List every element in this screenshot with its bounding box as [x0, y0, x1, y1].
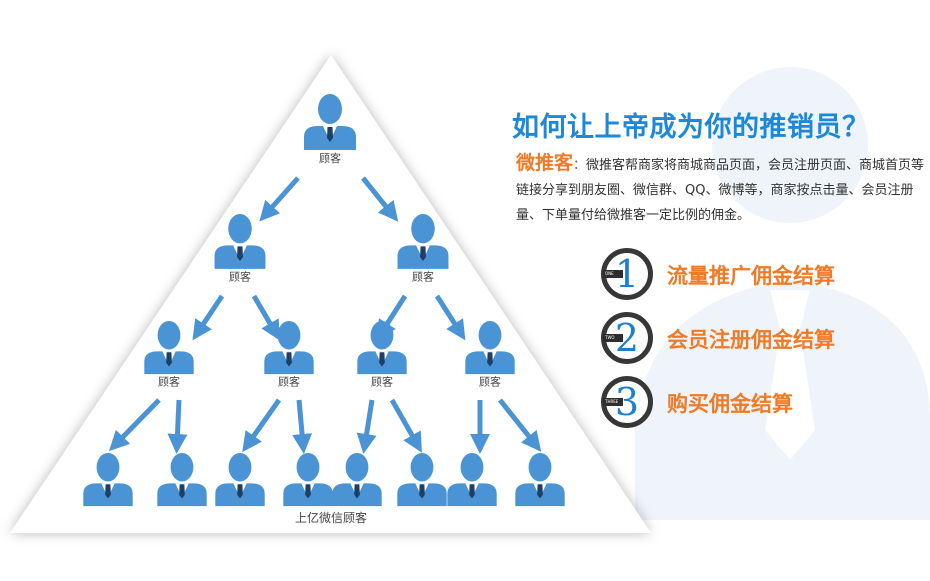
customer-label: 顾客 [412, 270, 434, 284]
description: 微推客：微推客帮商家将商城商品页面，会员注册页面、商城首页等链接分享到朋友圈、微… [516, 151, 926, 228]
step-2: 2 TWO 会员注册佣金结算 [601, 312, 921, 364]
flow-arrow [292, 399, 313, 454]
flow-arrow [434, 294, 466, 341]
step-3: 3 THREE 购买佣金结算 [601, 376, 921, 428]
customer-person-icon: 顾客 [357, 320, 407, 389]
flow-arrow [389, 398, 422, 453]
step-tag: TWO [603, 334, 623, 342]
description-text: 微推客帮商家将商城商品页面，会员注册页面、商城首页等链接分享到朋友圈、微信群、Q… [516, 158, 925, 223]
flow-arrow [109, 398, 161, 452]
brand-separator: ： [573, 158, 587, 173]
customer-person-icon: 顾客 [144, 320, 194, 389]
step-label: 会员注册佣金结算 [667, 328, 835, 352]
flow-arrow [498, 398, 542, 452]
background-tie-watermark [765, 290, 815, 460]
step-tag: THREE [603, 398, 623, 406]
flow-arrow [242, 398, 282, 453]
customer-person-icon [215, 452, 265, 507]
customer-person-icon [283, 452, 333, 507]
flow-arrow [361, 176, 399, 222]
customer-person-icon: 顾客 [304, 94, 356, 165]
step-tag: ONE [603, 270, 623, 278]
customer-person-icon [332, 452, 382, 507]
customer-person-icon: 顾客 [465, 320, 515, 389]
step-ring-icon [601, 376, 653, 428]
customer-person-icon: 顾客 [264, 320, 314, 389]
step-1: 1 ONE 流量推广佣金结算 [601, 248, 921, 300]
customer-person-icon: 顾客 [214, 213, 266, 284]
customer-label: 顾客 [278, 375, 300, 389]
customer-label: 顾客 [158, 375, 180, 389]
customer-label: 顾客 [479, 375, 501, 389]
flow-arrow [251, 294, 281, 341]
customer-person-icon [397, 452, 447, 507]
customer-person-icon [447, 452, 497, 507]
step-label: 购买佣金结算 [667, 392, 793, 416]
customer-person-icon [515, 452, 565, 507]
flow-arrow [259, 176, 300, 222]
pyramid-base-label: 上亿微信顾客 [295, 510, 367, 525]
flow-arrow [192, 294, 225, 341]
flow-arrow [167, 399, 188, 454]
brand-name: 微推客 [516, 152, 574, 174]
pyramid-triangle [10, 55, 651, 533]
headline: 如何让上帝成为你的推销员？ [512, 112, 870, 143]
people-layer: 顾客顾客顾客顾客顾客顾客顾客 [83, 94, 565, 507]
customer-label: 顾客 [319, 151, 341, 165]
customer-person-icon [83, 452, 133, 507]
customer-person-icon [157, 452, 207, 507]
customer-label: 顾客 [229, 270, 251, 284]
step-label: 流量推广佣金结算 [667, 264, 835, 288]
customer-person-icon: 顾客 [397, 213, 449, 284]
flow-arrow [356, 399, 377, 454]
customer-label: 顾客 [371, 375, 393, 389]
